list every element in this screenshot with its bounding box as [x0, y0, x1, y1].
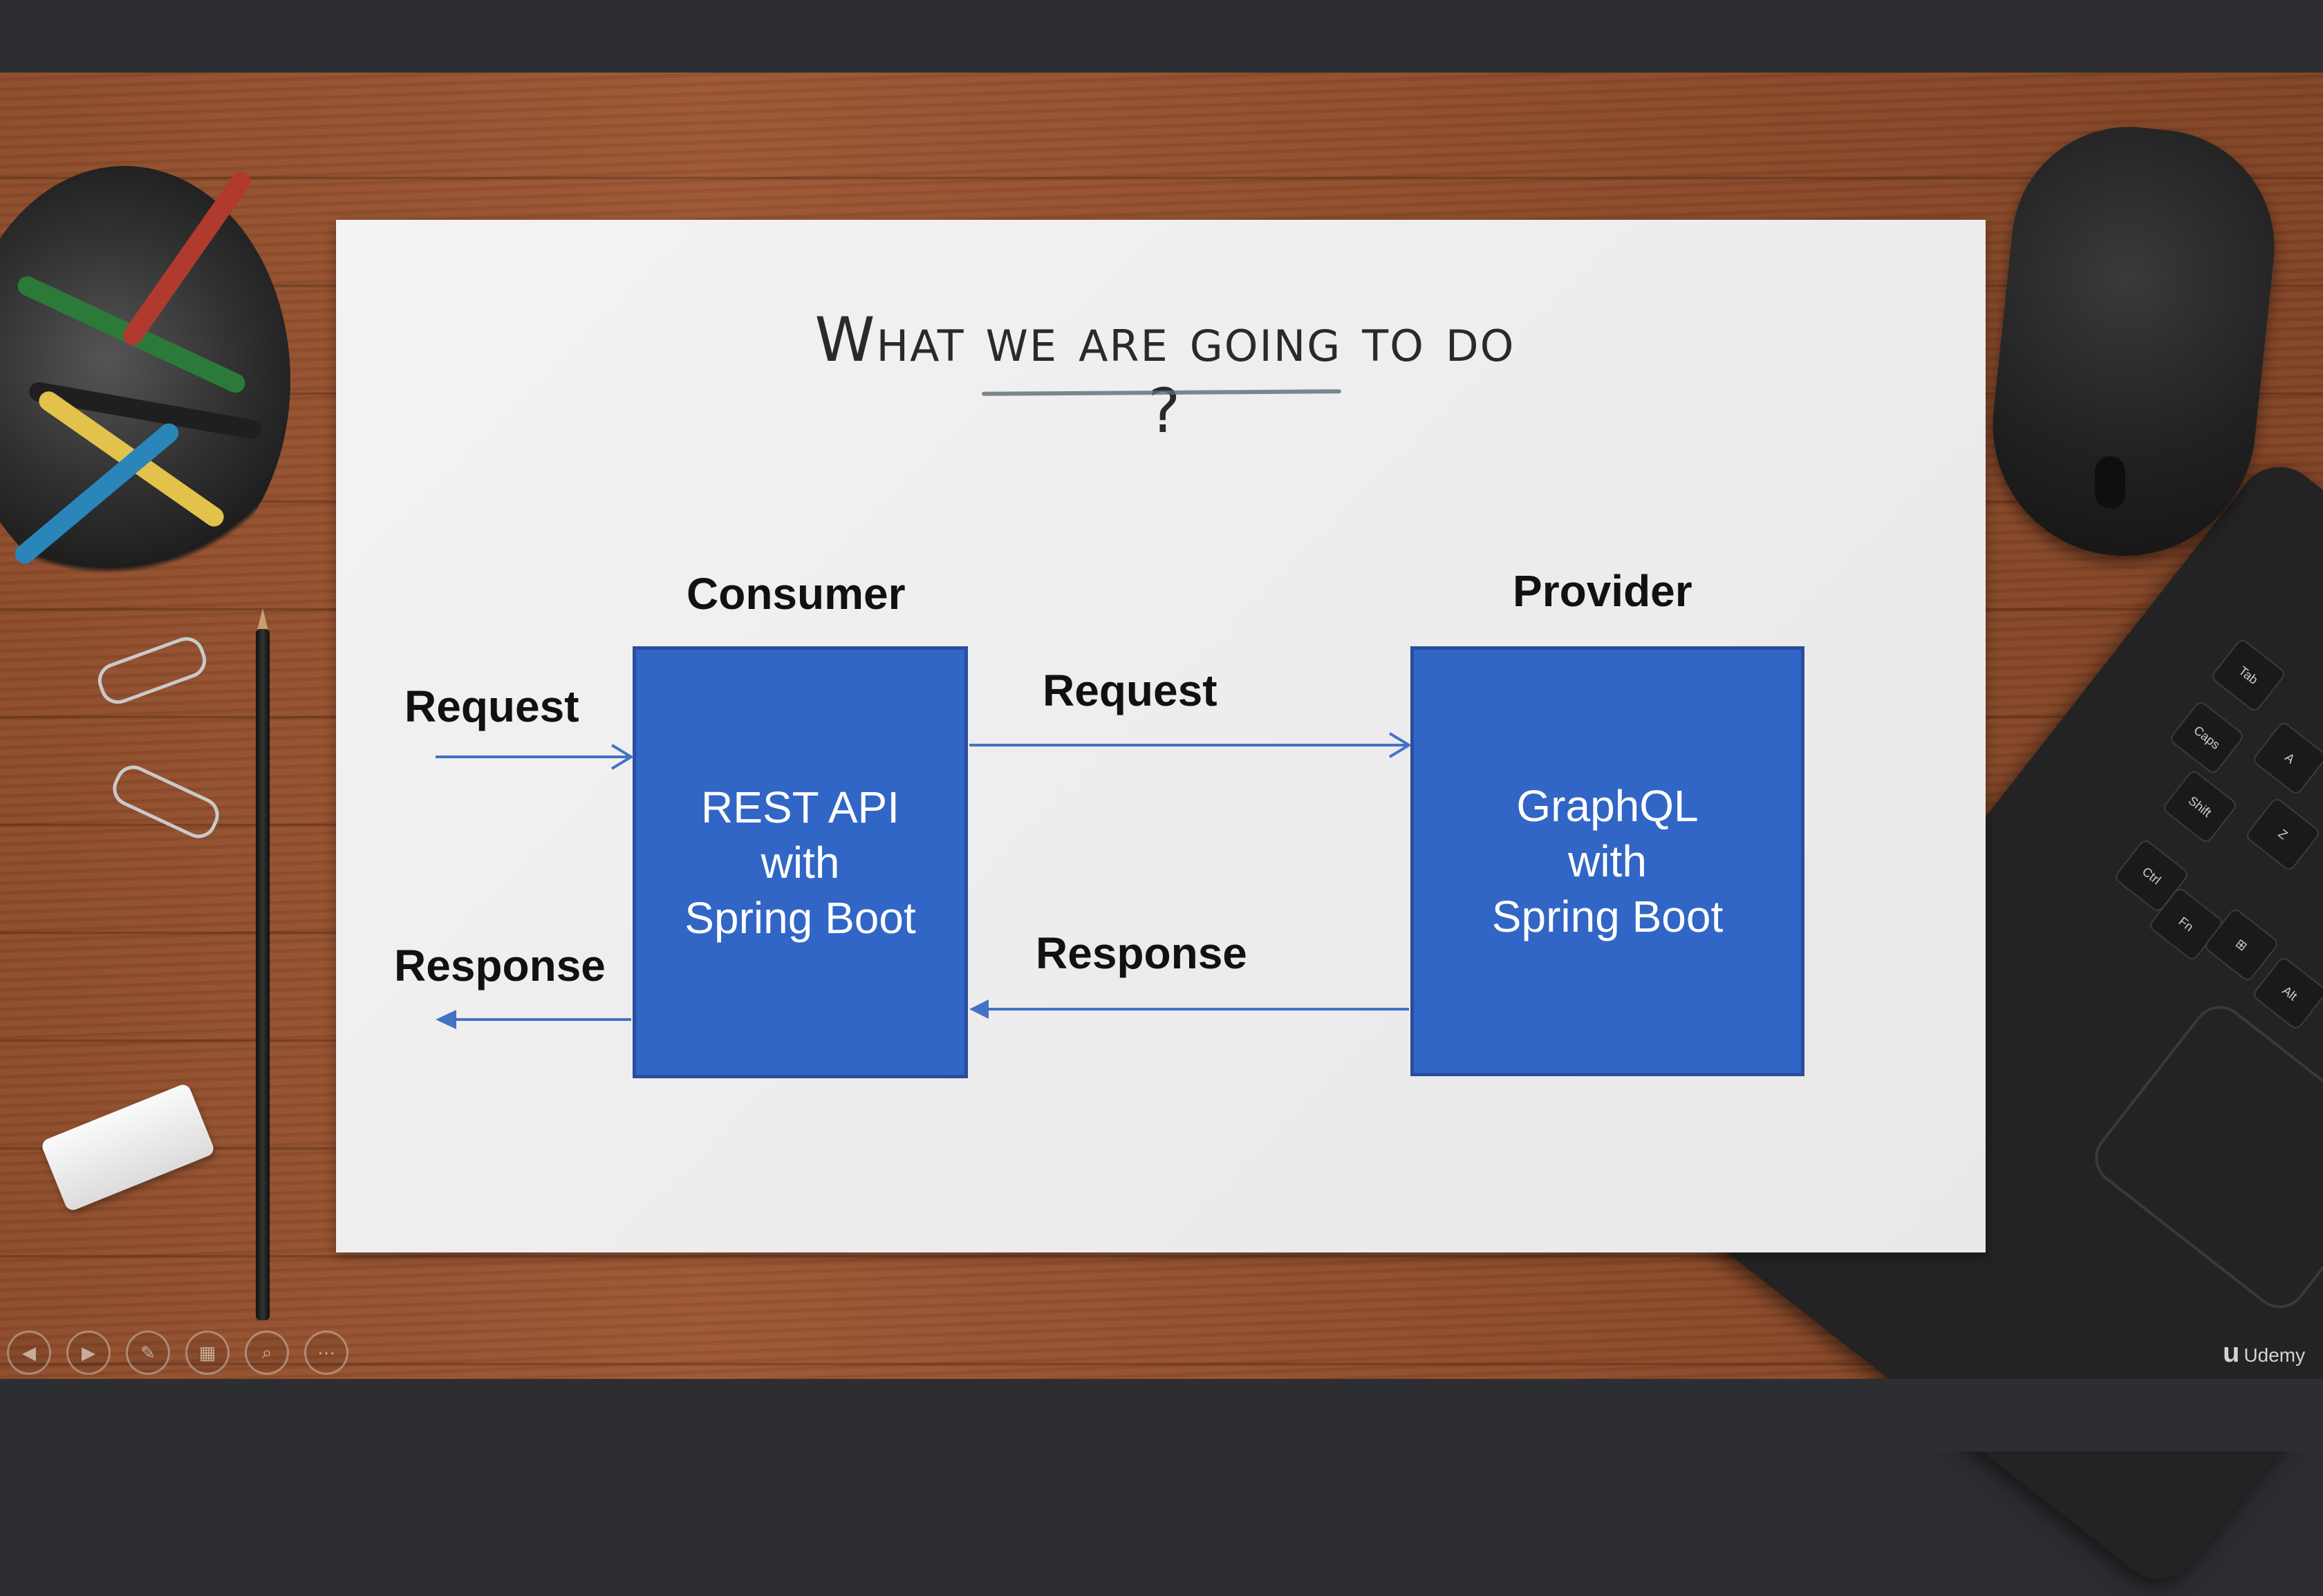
consumer-box-line: Spring Boot [684, 892, 916, 943]
pencil-image [256, 629, 270, 1320]
consumer-box-line: with [761, 837, 840, 888]
player-controls: ◀ ▶ ✎ ▦ ⌕ ⋯ [7, 1331, 348, 1375]
pen-tool-button[interactable]: ✎ [126, 1331, 170, 1375]
mouse-wheel [2095, 456, 2125, 509]
provider-label: Provider [1513, 566, 1692, 616]
consumer-box-line: REST API [701, 782, 899, 832]
provider-box-line: GraphQL [1516, 781, 1699, 831]
next-slide-button[interactable]: ▶ [66, 1331, 111, 1375]
more-icon: ⋯ [317, 1342, 335, 1363]
bottom-letterbox [0, 1379, 2323, 1452]
udemy-logo-icon: u [2223, 1337, 2240, 1368]
top-letterbox [0, 0, 2323, 73]
provider-box: GraphQL with Spring Boot [1410, 646, 1804, 1076]
middle-response-label: Response [1036, 928, 1247, 978]
consumer-label: Consumer [687, 569, 906, 619]
provider-box-line: Spring Boot [1491, 892, 1724, 941]
chevron-right-icon: ▶ [82, 1342, 95, 1363]
consumer-box: REST API with Spring Boot [633, 646, 968, 1078]
slides-view-button[interactable]: ▦ [185, 1331, 230, 1375]
grid-icon: ▦ [198, 1342, 216, 1363]
search-icon: ⌕ [261, 1342, 272, 1362]
left-response-label: Response [394, 941, 606, 991]
pen-icon: ✎ [140, 1342, 156, 1363]
zoom-button[interactable]: ⌕ [245, 1331, 289, 1375]
previous-slide-button[interactable]: ◀ [7, 1331, 51, 1375]
slide-title: What we are going to do ? [814, 304, 1515, 447]
left-request-label: Request [404, 682, 579, 731]
udemy-brand-text: Udemy [2243, 1344, 2306, 1366]
more-options-button[interactable]: ⋯ [304, 1331, 348, 1375]
chevron-left-icon: ◀ [22, 1342, 36, 1363]
provider-box-line: with [1568, 836, 1647, 886]
middle-request-label: Request [1043, 666, 1218, 715]
